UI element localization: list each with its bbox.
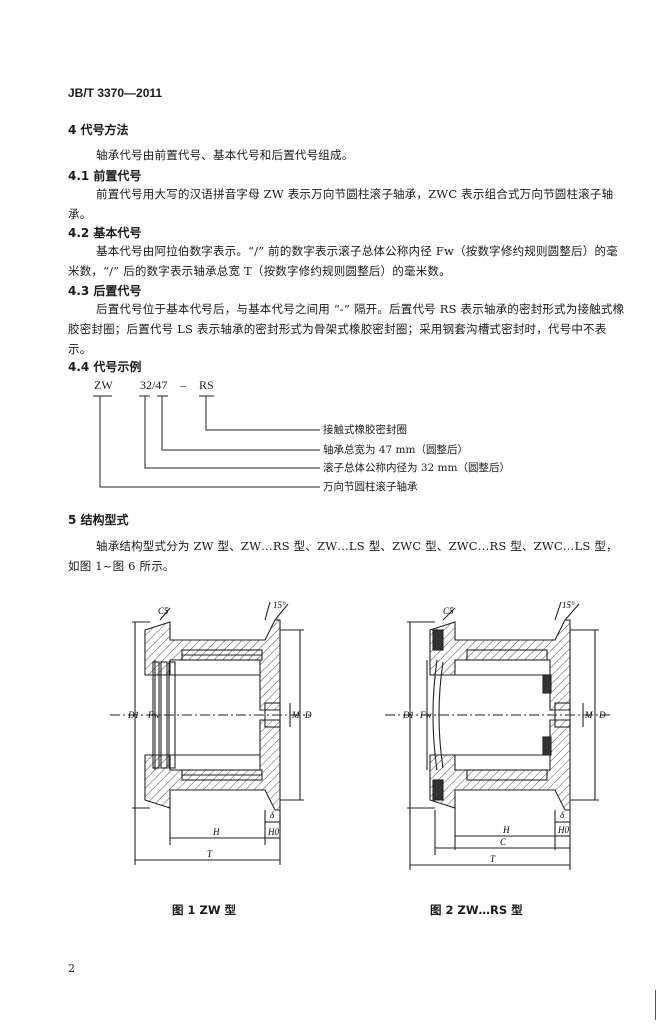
example-dash: – (180, 378, 186, 392)
section-4-3-title: 4.3 后置代号 (68, 284, 142, 298)
example-suffix: RS (199, 378, 214, 392)
section-5-text: 轴承结构型式分为 ZW 型、ZW…RS 型、ZW…LS 型、ZWC 型、ZWC…… (68, 539, 618, 573)
section-5-title: 5 结构型式 (68, 513, 129, 527)
fig1-label-d: D (304, 710, 312, 720)
figure-1-caption: 图 1 ZW 型 (172, 903, 237, 917)
fig1-label-h0: H0 (267, 827, 279, 837)
example-note-inner-diameter: 滚子总体公称内径为 32 mm（圆整后） (323, 462, 510, 474)
fig1-label-fw: Fw (147, 710, 160, 720)
fig2-label-angle: 15° (562, 600, 575, 610)
section-4-3-text: 后置代号位于基本代号后，与基本代号之间用 “-” 隔开。后置代号 RS 表示轴承… (68, 302, 625, 356)
section-4-4-title: 4.4 代号示例 (68, 360, 142, 374)
example-note-seal: 接触式橡胶密封圈 (323, 424, 407, 436)
section-4-1-text: 前置代号用大写的汉语拼音字母 ZW 表示万向节圆柱滚子轴承，ZWC 表示组合式万… (68, 187, 614, 221)
fig2-label-fw: Fw (419, 710, 432, 720)
section-4-1-title: 4.1 前置代号 (68, 169, 142, 183)
figure-2-caption: 图 2 ZW…RS 型 (430, 903, 523, 917)
fig1-label-delta: δ (270, 810, 275, 820)
fig2-label-c: C (500, 837, 507, 847)
fig1-label-m: M (291, 710, 300, 720)
example-basic-code: 32/47 (140, 378, 168, 392)
fig1-label-d1: D1 (127, 710, 139, 720)
fig1-label-h: H (212, 827, 220, 837)
fig1-label-t: T (207, 849, 213, 859)
fig2-label-h: H (502, 825, 510, 835)
example-note-width: 轴承总宽为 47 mm（圆整后） (323, 444, 468, 456)
fig2-label-h0: H0 (557, 825, 569, 835)
standard-code: JB/T 3370—2011 (68, 86, 163, 100)
page-number: 2 (68, 962, 75, 975)
fig2-label-delta: δ (560, 810, 565, 820)
fig2-label-t: T (490, 854, 496, 864)
fig1-label-angle: 15° (273, 600, 286, 610)
fig2-label-m: M (584, 710, 593, 720)
section-4-intro: 轴承代号由前置代号、基本代号和后置代号组成。 (96, 148, 354, 162)
section-4-2-text: 基本代号由阿拉伯数字表示。“/” 前的数字表示滚子总体公称内径 Fw（按数字修约… (68, 244, 618, 278)
figure-1-drawing: C5 15° D1 Fw M D δ H H0 T (110, 600, 312, 865)
figure-2-drawing: C5 15° D1 Fw M D δ H H0 C T (385, 600, 610, 870)
fig2-label-c5: C5 (443, 606, 454, 616)
fig2-label-d1: D1 (402, 710, 414, 720)
fig2-label-d: D (598, 710, 606, 720)
section-4-title: 4 代号方法 (68, 123, 129, 137)
example-prefix: ZW (94, 378, 113, 392)
section-4-2-title: 4.2 基本代号 (68, 226, 142, 240)
page-edge-mark (655, 990, 656, 1020)
fig1-label-c5: C5 (158, 606, 169, 616)
example-note-type: 万向节圆柱滚子轴承 (323, 481, 418, 493)
